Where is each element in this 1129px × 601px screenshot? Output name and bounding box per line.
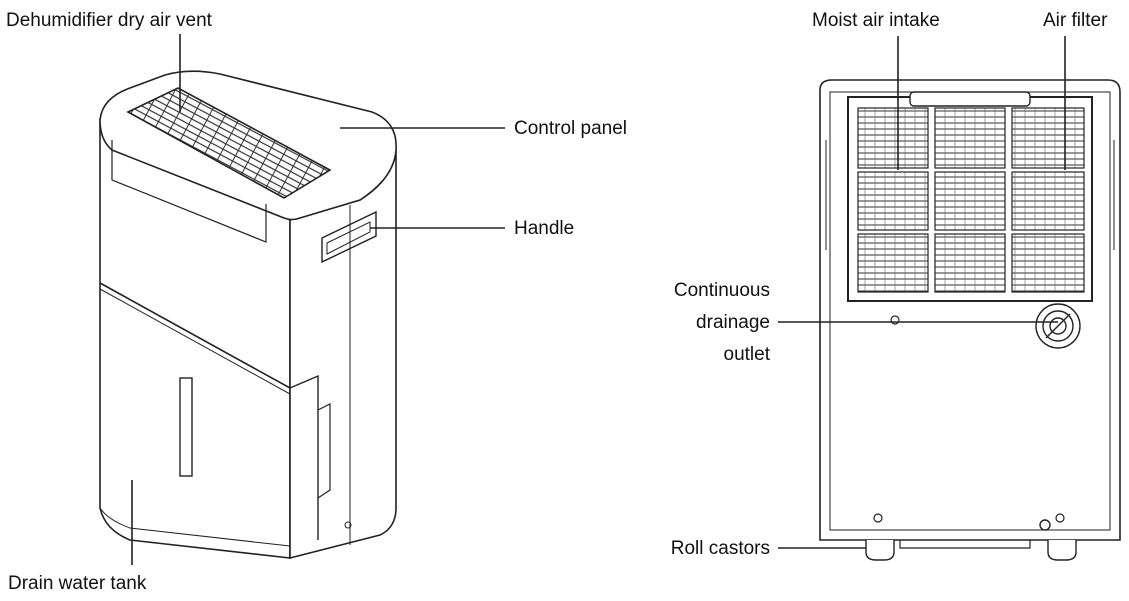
front-view (99, 70, 397, 560)
tank-seam (99, 282, 291, 389)
label-drainage-outlet-2: drainage (696, 312, 770, 333)
filter-cells (857, 107, 1085, 293)
label-moist-air-intake: Moist air intake (812, 10, 940, 31)
label-drainage-outlet-3: outlet (724, 344, 771, 365)
handle-recess (321, 210, 377, 264)
label-roll-castors: Roll castors (671, 538, 770, 559)
front-left-face (99, 118, 291, 559)
roll-castors (865, 519, 1077, 561)
rear-handle-slot (909, 91, 1031, 107)
label-drain-water-tank: Drain water tank (8, 573, 147, 594)
drainage-outlet (1035, 303, 1081, 349)
label-handle: Handle (514, 218, 574, 239)
label-air-filter: Air filter (1043, 10, 1108, 31)
rear-view (819, 79, 1121, 561)
label-control-panel: Control panel (514, 118, 627, 139)
dry-air-vent-grille (126, 87, 332, 199)
label-dry-air-vent: Dehumidifier dry air vent (6, 10, 213, 31)
label-drainage-outlet-1: Continuous (674, 280, 770, 301)
tank-water-window (179, 377, 193, 477)
leader-lines (131, 34, 1066, 565)
